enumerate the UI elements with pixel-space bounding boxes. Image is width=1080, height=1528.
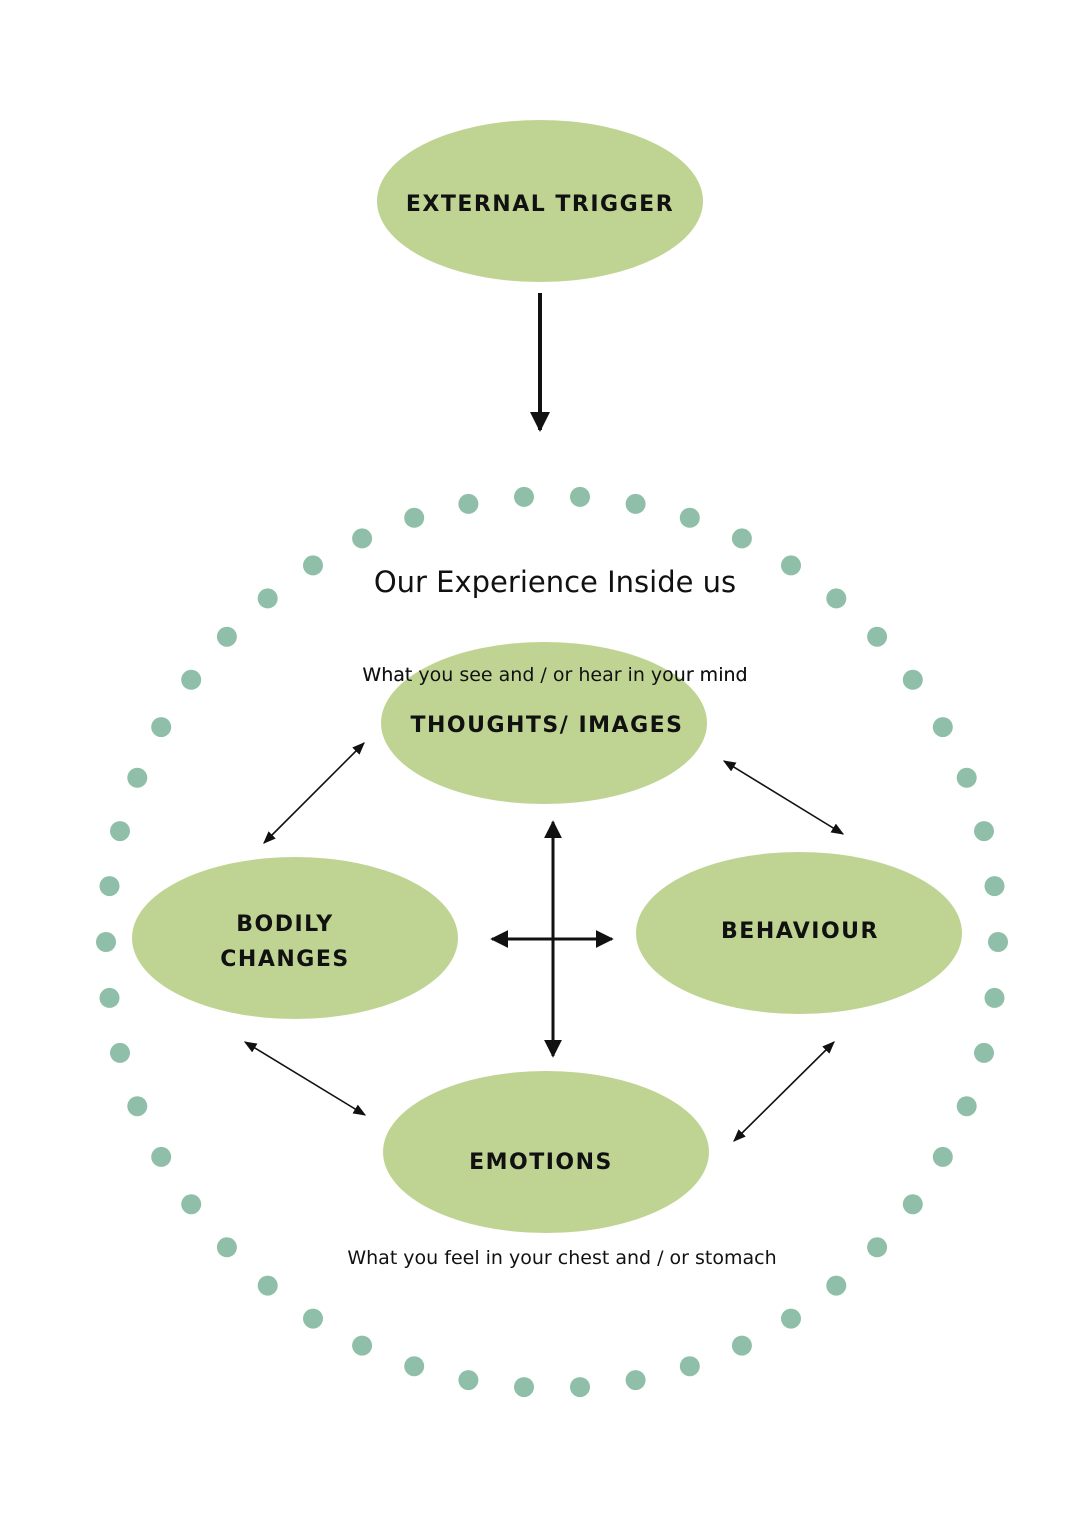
- ring-dot: [731, 528, 752, 549]
- ring-dot: [514, 1377, 534, 1398]
- ring-dot: [902, 1194, 923, 1215]
- ring-dot: [974, 1042, 994, 1063]
- bodily-changes-ellipse: [132, 857, 458, 1019]
- ring-dot: [974, 821, 994, 842]
- ring-dot: [352, 528, 373, 549]
- bodily-changes-node: BODILY CHANGES: [132, 857, 458, 1019]
- thoughts-images-node: THOUGHTS/ IMAGES: [381, 642, 707, 804]
- ring-dot: [404, 1356, 425, 1377]
- external-trigger-label: EXTERNAL TRIGGER: [406, 192, 674, 217]
- ring-dot: [303, 1308, 323, 1329]
- ring-dot: [570, 1377, 590, 1398]
- emotions-node: EMOTIONS: [383, 1071, 709, 1233]
- bodily-changes-label-line1: BODILY: [236, 912, 333, 937]
- ring-dot: [679, 1356, 700, 1377]
- bodily-changes-label-line2: CHANGES: [220, 947, 349, 972]
- behaviour-label: BEHAVIOUR: [721, 919, 879, 944]
- thoughts-images-ellipse: [381, 642, 707, 804]
- ring-dot: [514, 486, 534, 507]
- ring-dot: [352, 1335, 373, 1356]
- ring-dot: [826, 1275, 847, 1296]
- ring-dot: [458, 1370, 479, 1391]
- ring-dot: [679, 507, 700, 528]
- ring-dot: [570, 486, 590, 507]
- ring-dot: [110, 821, 130, 842]
- thoughts-caption-overlay: What you see and / or hear in your mind: [362, 664, 747, 686]
- ring-dot: [99, 876, 120, 897]
- ring-dot: [151, 1146, 172, 1167]
- ring-dot: [216, 1237, 237, 1258]
- ring-dot: [181, 1194, 202, 1215]
- thoughts-behaviour-arrow: [722, 760, 845, 835]
- ring-dot: [404, 507, 425, 528]
- ring-dot: [151, 717, 172, 738]
- ring-dot: [303, 555, 323, 576]
- behaviour-ellipse: [636, 852, 962, 1014]
- ring-dot: [984, 987, 1005, 1008]
- thoughts-bodily-arrow: [263, 742, 365, 844]
- ring-dot: [867, 626, 888, 647]
- ring-dot: [731, 1335, 752, 1356]
- ring-dot: [625, 493, 646, 514]
- ring-dot: [956, 767, 977, 788]
- ring-dot: [984, 876, 1005, 897]
- diagram-title: Our Experience Inside us: [374, 565, 736, 599]
- ring-dot: [257, 1275, 278, 1296]
- ring-dot: [127, 767, 148, 788]
- ring-dot: [216, 626, 237, 647]
- external-trigger-ellipse: [377, 120, 703, 282]
- ring-dot: [99, 987, 120, 1008]
- external-trigger-node: EXTERNAL TRIGGER: [377, 120, 703, 282]
- emotions-ellipse: [383, 1071, 709, 1233]
- ring-dot: [181, 669, 202, 690]
- ring-dot: [781, 555, 801, 576]
- ring-dot: [956, 1096, 977, 1117]
- ring-dot: [781, 1308, 801, 1329]
- ring-dot: [988, 932, 1008, 952]
- emotions-caption: What you feel in your chest and / or sto…: [347, 1247, 776, 1269]
- ring-dot: [932, 717, 953, 738]
- ring-dot: [932, 1146, 953, 1167]
- ring-dot: [110, 1042, 130, 1063]
- ring-dot: [826, 588, 847, 609]
- ring-dot: [257, 588, 278, 609]
- bodily-emotions-arrow: [243, 1041, 367, 1116]
- emotions-label: EMOTIONS: [469, 1150, 613, 1175]
- dotted-circle-border: [96, 486, 1008, 1398]
- ring-dot: [127, 1096, 148, 1117]
- ring-dot: [625, 1370, 646, 1391]
- thoughts-images-label: THOUGHTS/ IMAGES: [410, 713, 683, 738]
- ring-dot: [458, 493, 479, 514]
- ring-dot: [902, 669, 923, 690]
- ring-dot: [867, 1237, 888, 1258]
- behaviour-emotions-arrow: [733, 1041, 835, 1142]
- behaviour-node: BEHAVIOUR: [636, 852, 962, 1014]
- ring-dot: [96, 932, 116, 952]
